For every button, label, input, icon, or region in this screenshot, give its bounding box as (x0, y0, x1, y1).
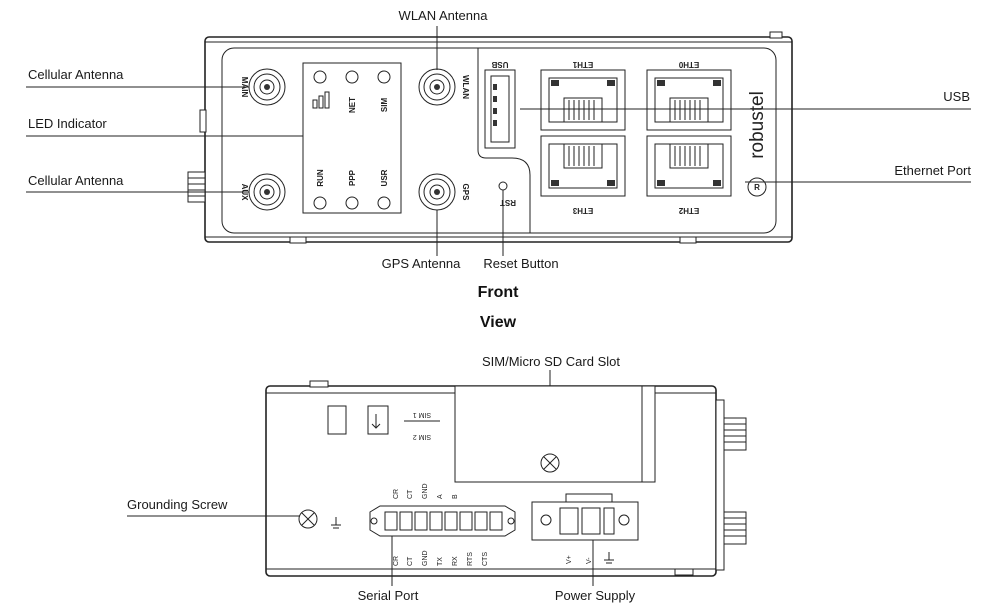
eth3-label: ETH3 (572, 206, 593, 215)
serial-top-gnd: GND (422, 483, 429, 499)
led-label-net: NET (348, 97, 357, 113)
led-indicator-panel: NET SIM RUN PPP USR (302, 62, 402, 214)
callout-gps-antenna: GPS Antenna (382, 256, 462, 271)
callout-power-supply: Power Supply (555, 588, 636, 603)
led-label-usr: USR (380, 169, 389, 186)
led-label-run: RUN (316, 169, 325, 187)
serial-bottom-cr: CR (393, 556, 400, 566)
front-callout-lines (26, 26, 971, 256)
sim-slot-cover (454, 385, 656, 483)
serial-bottom-cts: CTS (482, 552, 489, 566)
serial-bottom-rx: RX (452, 556, 459, 566)
usb-port: USB (484, 60, 516, 149)
callout-ethernet-port: Ethernet Port (894, 163, 971, 178)
callout-cellular-antenna-main: Cellular Antenna (28, 67, 124, 82)
eth1-label: ETH1 (572, 60, 593, 69)
serial-top-ct: CT (407, 489, 414, 499)
callout-sim-slot: SIM/Micro SD Card Slot (482, 354, 620, 369)
usb-port-label: USB (491, 60, 508, 69)
sim2-label: SIM 2 (413, 433, 431, 440)
rear-view: SIM 1 SIM 2 CR CT GND A B (127, 370, 747, 586)
view-title-line1: Front (478, 284, 520, 301)
callout-serial-port: Serial Port (358, 588, 419, 603)
grounding-screw (298, 509, 341, 529)
power-v-plus: V+ (566, 555, 573, 564)
callout-cellular-antenna-aux: Cellular Antenna (28, 173, 124, 188)
serial-bottom-ct: CT (407, 556, 414, 566)
serial-bottom-gnd: GND (422, 550, 429, 566)
callout-led-indicator: LED Indicator (28, 116, 107, 131)
callout-reset-button: Reset Button (483, 256, 558, 271)
cellular-antenna-aux-connector: AUX (187, 171, 286, 211)
gps-port-label: GPS (461, 184, 470, 202)
brand-text: robustel (747, 91, 768, 159)
serial-top-cr: CR (393, 489, 400, 499)
serial-bottom-tx: TX (437, 557, 444, 566)
side-antenna-top (723, 417, 747, 451)
ethernet-ports: ETH1 ETH0 ETH3 ETH2 (540, 60, 732, 215)
serial-top-b: B (452, 494, 459, 499)
sim1-label: SIM 1 (413, 411, 431, 418)
eth2-label: ETH2 (678, 206, 699, 215)
view-title-line2: View (480, 314, 517, 331)
callout-usb: USB (943, 89, 970, 104)
wlan-antenna-connector: WLAN (418, 68, 470, 106)
serial-port-terminal: CR CT GND A B CR CT GND TX RX RTS CTS (369, 483, 516, 566)
cellular-antenna-main-connector: MAIN (240, 68, 286, 106)
front-view: MAIN AUX NET (26, 26, 971, 256)
led-label-ppp: PPP (348, 169, 357, 186)
wlan-port-label: WLAN (461, 75, 470, 99)
power-supply-terminal: V+ V- (531, 493, 639, 564)
gps-antenna-connector: GPS (418, 173, 470, 211)
led-label-sim: SIM (380, 98, 389, 113)
callout-grounding-screw: Grounding Screw (127, 497, 228, 512)
eth0-label: ETH0 (678, 60, 699, 69)
power-v-minus: V- (586, 557, 593, 564)
rear-callout-lines (127, 370, 594, 586)
callout-wlan-antenna: WLAN Antenna (399, 8, 489, 23)
side-antenna-bottom (723, 511, 747, 545)
svg-text:R: R (754, 183, 760, 192)
serial-top-a: A (437, 494, 444, 499)
serial-bottom-rts: RTS (467, 552, 474, 566)
sim-card-icons: SIM 1 SIM 2 (327, 405, 440, 440)
rst-label: RST (500, 198, 516, 207)
